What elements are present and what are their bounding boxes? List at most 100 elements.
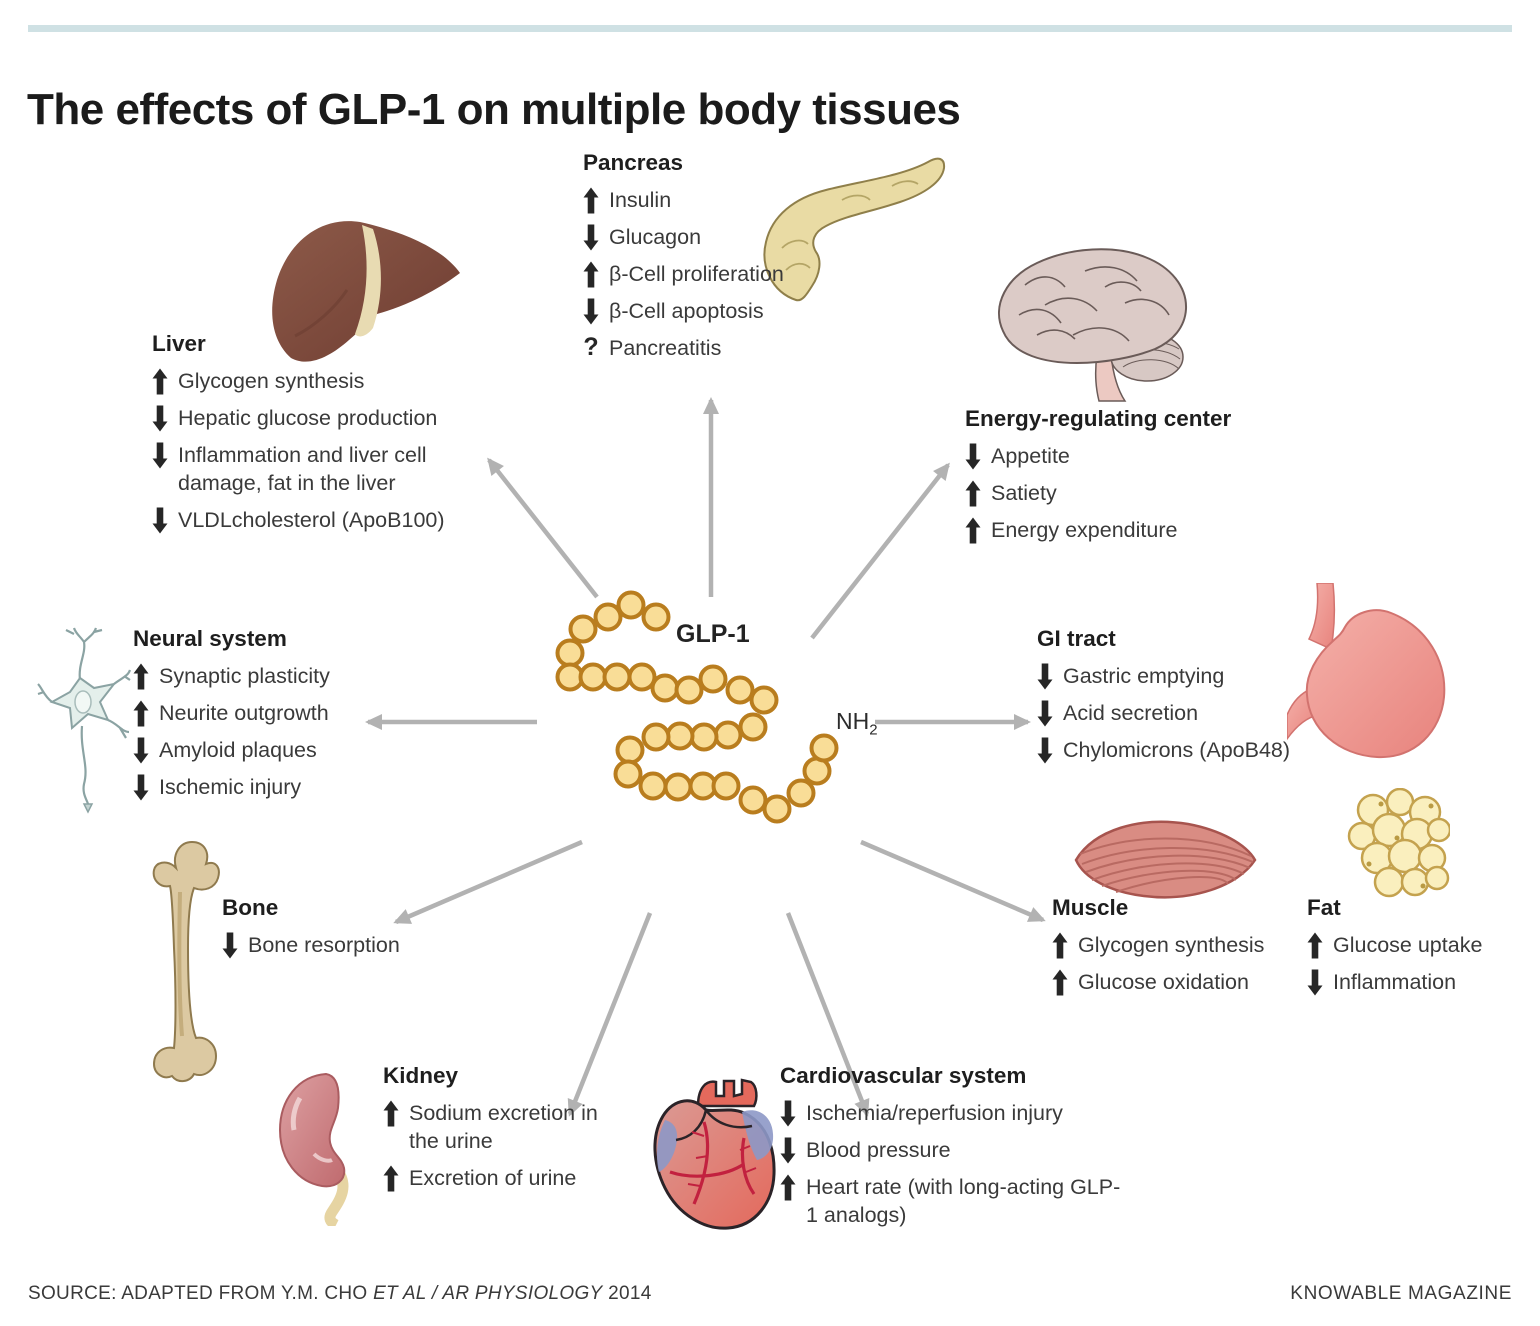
fat-cells-illustration [1347, 788, 1450, 898]
down-arrow-icon [133, 737, 149, 764]
effect-text: Glycogen synthesis [1078, 933, 1265, 957]
effect-item: Ischemia/reperfusion injury [780, 1099, 1126, 1127]
effect-text: Pancreatitis [609, 336, 722, 360]
effect-item: Satiety [965, 479, 1305, 507]
section-title: Energy-regulating center [965, 406, 1232, 431]
effect-text: β-Cell proliferation [609, 262, 784, 286]
down-arrow-icon [965, 443, 981, 470]
effect-text: Ischemia/reperfusion injury [806, 1101, 1063, 1125]
effect-text: Sodium excretion in the urine [409, 1101, 598, 1153]
effect-item: ? Pancreatitis [583, 334, 913, 362]
effect-text: Chylomicrons (ApoB48) [1063, 738, 1291, 762]
effect-text: Gastric emptying [1063, 664, 1225, 688]
effect-item: Glycogen synthesis [1052, 931, 1317, 959]
effect-item: β-Cell proliferation [583, 260, 913, 288]
effect-item: Glycogen synthesis [152, 367, 508, 395]
effect-text: Glucose uptake [1333, 933, 1483, 957]
stomach-illustration [1287, 583, 1446, 759]
effect-item: Heart rate (with long-acting GLP-1 analo… [780, 1173, 1126, 1229]
page-title: The effects of GLP-1 on multiple body ti… [27, 85, 961, 135]
effect-item: Hepatic glucose production [152, 404, 508, 432]
effect-item: Synaptic plasticity [133, 662, 443, 690]
glp1-molecule-label: GLP-1 [676, 620, 750, 648]
up-arrow-icon [133, 663, 149, 690]
up-arrow-icon [1307, 932, 1323, 959]
effect-text: Blood pressure [806, 1138, 951, 1162]
up-arrow-icon [1052, 969, 1068, 996]
effect-item: Glucose uptake [1307, 931, 1532, 959]
effect-item: Inflammation [1307, 968, 1532, 996]
effect-item: Acid secretion [1037, 699, 1367, 727]
effect-item: Neurite outgrowth [133, 699, 443, 727]
up-arrow-icon [383, 1165, 399, 1192]
effect-item: Blood pressure [780, 1136, 1126, 1164]
down-arrow-icon [1307, 969, 1323, 996]
nh2-terminus-label: NH2 [836, 708, 878, 739]
neuron-illustration [37, 627, 131, 814]
effect-item: Sodium excretion in the urine [383, 1099, 633, 1155]
effect-item: Excretion of urine [383, 1164, 633, 1192]
down-arrow-icon [152, 442, 168, 469]
effect-text: Neurite outgrowth [159, 701, 329, 725]
up-arrow-icon [133, 700, 149, 727]
effect-item: Gastric emptying [1037, 662, 1367, 690]
up-arrow-icon [383, 1100, 399, 1127]
effect-text: Glucagon [609, 225, 702, 249]
effect-text: Inflammation [1333, 970, 1457, 994]
up-arrow-icon [965, 480, 981, 507]
down-arrow-icon [152, 507, 168, 534]
source-credit: SOURCE: ADAPTED FROM Y.M. CHO ET AL / AR… [28, 1283, 652, 1304]
section-title: Kidney [383, 1063, 459, 1088]
effect-item: Insulin [583, 186, 913, 214]
up-arrow-icon [152, 368, 168, 395]
bone-illustration [152, 840, 220, 1082]
effect-text: Satiety [991, 481, 1057, 505]
effect-item: Glucose oxidation [1052, 968, 1317, 996]
effect-text: Synaptic plasticity [159, 664, 330, 688]
effect-item: Chylomicrons (ApoB48) [1037, 736, 1367, 764]
kidney-illustration [278, 1072, 349, 1226]
section-title: Muscle [1052, 895, 1129, 920]
effect-text: Amyloid plaques [159, 738, 317, 762]
brain-illustration [998, 248, 1188, 402]
effect-text: Bone resorption [248, 933, 400, 957]
muscle-illustration [1074, 820, 1257, 899]
section-title: Pancreas [583, 150, 684, 175]
effect-text: Energy expenditure [991, 518, 1178, 542]
effect-text: Excretion of urine [409, 1166, 577, 1190]
effect-text: Hepatic glucose production [178, 406, 438, 430]
effect-item: Energy expenditure [965, 516, 1305, 544]
effect-item: Ischemic injury [133, 773, 443, 801]
effect-item: Glucagon [583, 223, 913, 251]
up-arrow-icon [965, 517, 981, 544]
question-icon: ? [583, 333, 599, 361]
section-title: Fat [1307, 895, 1341, 920]
effect-item: Appetite [965, 442, 1305, 470]
down-arrow-icon [583, 298, 599, 325]
down-arrow-icon [780, 1100, 796, 1127]
liver-illustration [272, 221, 460, 362]
section-title: GI tract [1037, 626, 1116, 651]
up-arrow-icon [780, 1174, 796, 1201]
effect-item: Amyloid plaques [133, 736, 443, 764]
effect-text: VLDLcholesterol (ApoB100) [178, 508, 445, 532]
effect-text: Appetite [991, 444, 1070, 468]
section-title: Cardiovascular system [780, 1063, 1027, 1088]
arrow-to-energy-center [810, 462, 950, 640]
effect-text: Glucose oxidation [1078, 970, 1249, 994]
effect-item: VLDLcholesterol (ApoB100) [152, 506, 508, 534]
effect-item: β-Cell apoptosis [583, 297, 913, 325]
section-title: Bone [222, 895, 279, 920]
down-arrow-icon [1037, 737, 1053, 764]
up-arrow-icon [583, 187, 599, 214]
